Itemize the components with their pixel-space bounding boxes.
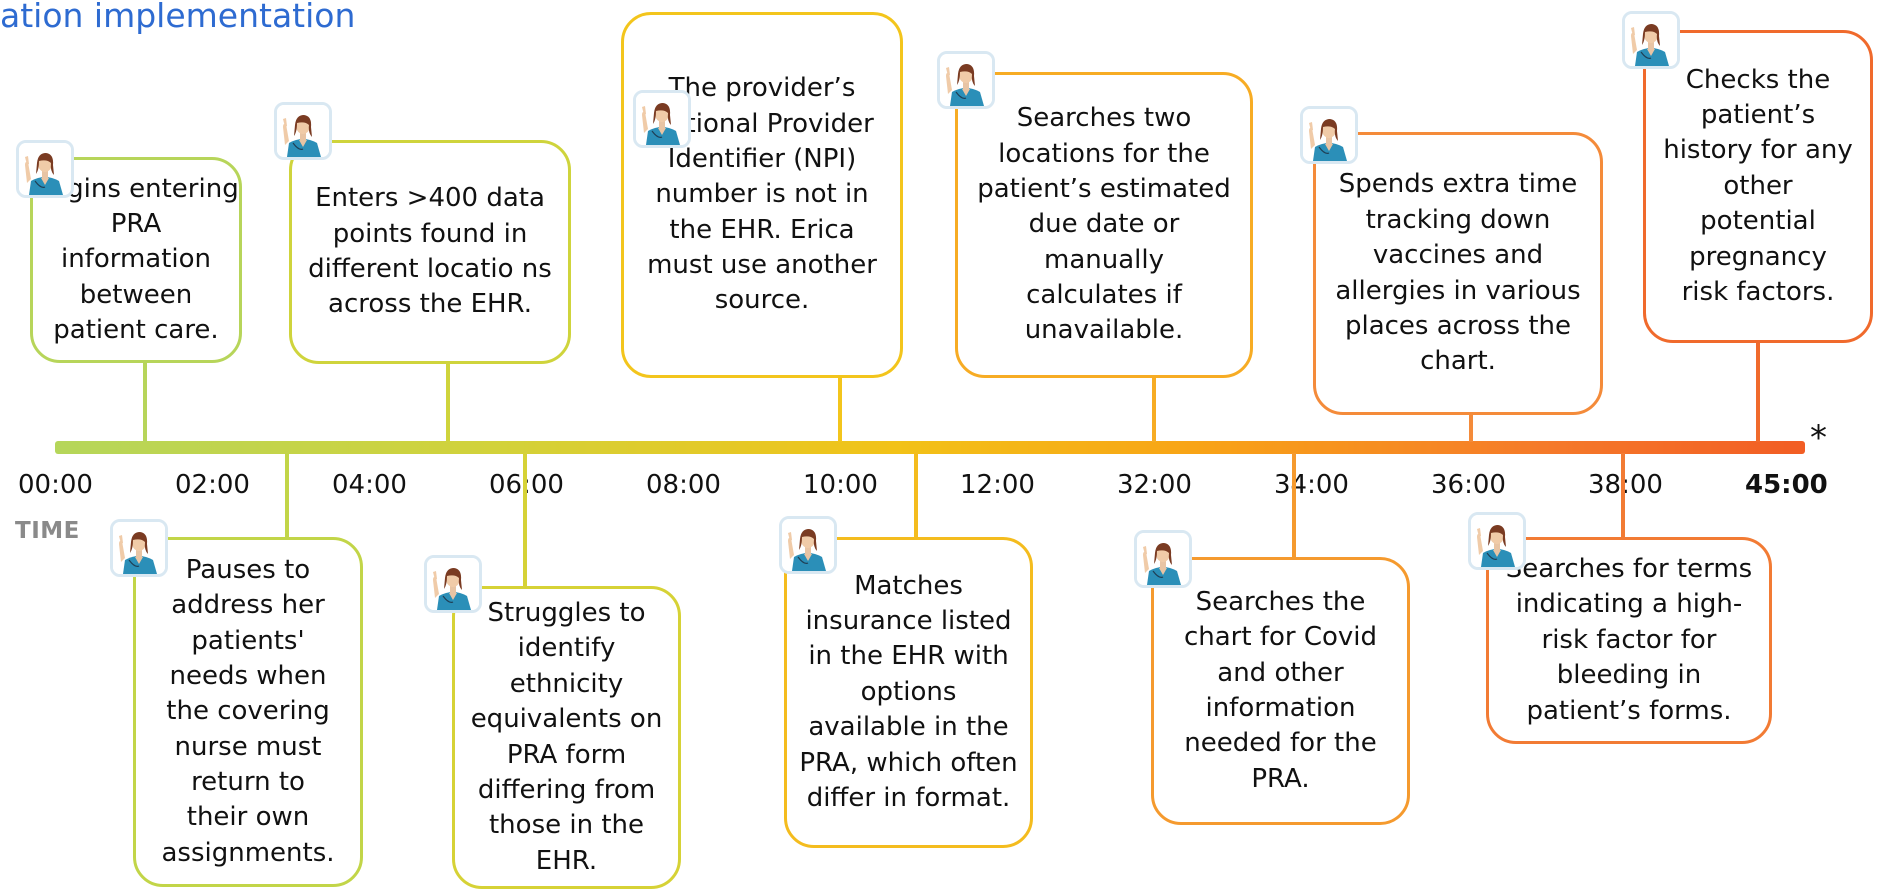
- nurse-avatar-icon: [274, 102, 332, 160]
- nurse-avatar-icon: [1622, 11, 1680, 69]
- connector-line: [1469, 413, 1473, 442]
- page-title: ation implementation: [0, 0, 356, 35]
- step-box: Enters >400 data points found in differe…: [289, 140, 571, 364]
- nurse-avatar-icon: [1300, 106, 1358, 164]
- nurse-avatar-icon: [110, 519, 168, 577]
- step-text: Checks the patient’s history for any oth…: [1663, 64, 1853, 307]
- connector-line: [838, 376, 842, 442]
- nurse-avatar-icon: [633, 90, 691, 148]
- connector-line: [1756, 341, 1760, 442]
- tick-label: 36:00: [1431, 470, 1506, 500]
- connector-line: [523, 453, 527, 588]
- timeline-end-asterisk: *: [1810, 418, 1827, 458]
- nurse-avatar-icon: [779, 516, 837, 574]
- tick-label: 02:00: [175, 470, 250, 500]
- tick-label-final: 45:00: [1745, 470, 1828, 500]
- step-box: Searches two locations for the patient’s…: [955, 72, 1253, 378]
- step-box: The provider’s National Provider Identif…: [621, 12, 903, 378]
- tick-label: 00:00: [18, 470, 93, 500]
- connector-line: [914, 453, 918, 539]
- step-box: Spends extra time tracking down vaccines…: [1313, 132, 1603, 415]
- step-box: Pauses to address her patients' needs wh…: [133, 537, 363, 887]
- connector-line: [1621, 453, 1625, 539]
- connector-line: [143, 362, 147, 442]
- nurse-avatar-icon: [16, 140, 74, 198]
- step-box: Checks the patient’s history for any oth…: [1643, 30, 1873, 343]
- tick-label: 12:00: [960, 470, 1035, 500]
- step-text: Pauses to address her patients' needs wh…: [161, 554, 335, 868]
- connector-line: [1152, 376, 1156, 442]
- step-text: Spends extra time tracking down vaccines…: [1335, 169, 1581, 377]
- connector-line: [285, 453, 289, 539]
- step-box: Matches insurance listed in the EHR with…: [784, 537, 1033, 848]
- step-text: Searches for terms indicating a high-ris…: [1505, 554, 1753, 726]
- nurse-avatar-icon: [1134, 530, 1192, 588]
- time-axis-label: TIME: [15, 518, 80, 544]
- step-text: Begins entering PRA information between …: [33, 173, 239, 346]
- nurse-avatar-icon: [937, 51, 995, 109]
- timeline-axis: [55, 441, 1805, 454]
- connector-line: [446, 362, 450, 442]
- tick-label: 34:00: [1274, 470, 1349, 500]
- tick-label: 38:00: [1588, 470, 1663, 500]
- nurse-avatar-icon: [424, 555, 482, 613]
- tick-label: 32:00: [1117, 470, 1192, 500]
- tick-label: 04:00: [332, 470, 407, 500]
- step-box: Searches for terms indicating a high-ris…: [1486, 537, 1772, 744]
- nurse-avatar-icon: [1468, 512, 1526, 570]
- step-text: Searches two locations for the patient’s…: [977, 103, 1231, 346]
- connector-line: [1292, 453, 1296, 559]
- tick-label: 10:00: [803, 470, 878, 500]
- step-text: Struggles to identify ethnicity equivale…: [470, 598, 663, 876]
- step-text: Searches the chart for Covid and other i…: [1183, 586, 1378, 794]
- tick-label: 08:00: [646, 470, 721, 500]
- step-text: Matches insurance listed in the EHR with…: [799, 570, 1018, 813]
- step-box: Searches the chart for Covid and other i…: [1151, 557, 1410, 825]
- step-box: Struggles to identify ethnicity equivale…: [452, 586, 681, 889]
- step-text: Enters >400 data points found in differe…: [308, 183, 552, 320]
